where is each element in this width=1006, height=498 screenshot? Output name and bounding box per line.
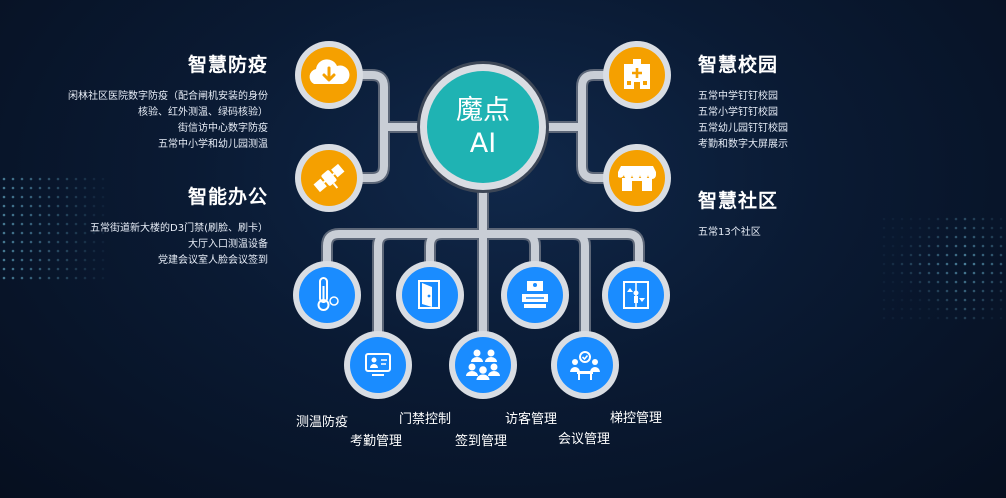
section-line: 五常街道新大楼的D3门禁(刷脸、刷卡） <box>90 223 268 234</box>
section-line: 五常中学钉钉校园 <box>698 91 778 102</box>
label-access-control: 门禁控制 <box>398 412 452 427</box>
decorative-dot-grid-left <box>2 177 105 280</box>
node-hospital-building <box>603 41 671 109</box>
node-thermometer <box>293 261 361 329</box>
section-line: 核验、红外测温、绿码核验） <box>138 107 268 118</box>
section-line: 党建会议室人脸会议签到 <box>158 255 268 266</box>
section-smart-epidemic: 智慧防疫 闲林社区医院数字防疫（配合闸机安装的身份 核验、红外测温、绿码核验） … <box>68 50 268 153</box>
thermometer-icon <box>317 277 339 311</box>
section-line: 大厅入口测温设备 <box>188 239 268 250</box>
node-people-group <box>449 331 517 399</box>
hub-label-line1: 魔点 <box>456 95 510 126</box>
section-title: 智慧社区 <box>698 190 779 212</box>
elevator-icon <box>623 281 649 309</box>
label-temperature-check: 测温防疫 <box>295 415 349 430</box>
label-sign-in: 签到管理 <box>454 434 508 449</box>
section-line: 五常13个社区 <box>698 227 761 238</box>
hospital-building-icon <box>624 59 650 89</box>
node-cloud-download <box>295 41 363 109</box>
attendance-screen-icon <box>365 353 391 376</box>
node-attendance-screen <box>344 331 412 399</box>
section-title: 智慧防疫 <box>187 54 268 76</box>
section-smart-office: 智能办公 五常街道新大楼的D3门禁(刷脸、刷卡） 大厅入口测温设备 党建会议室人… <box>90 182 268 269</box>
section-line: 五常幼儿园钉钉校园 <box>698 123 788 134</box>
decorative-dot-grid-right <box>882 217 1003 320</box>
node-meeting <box>551 331 619 399</box>
hub-node <box>417 61 549 193</box>
people-group-icon <box>466 349 500 380</box>
section-line: 考勤和数字大屏展示 <box>698 139 788 150</box>
section-smart-community: 智慧社区 五常13个社区 <box>698 186 778 241</box>
section-line: 五常小学钉钉校园 <box>698 107 778 118</box>
node-storefront <box>603 144 671 212</box>
storefront-icon <box>618 166 656 191</box>
section-line: 五常中小学和幼儿园测温 <box>158 139 268 150</box>
visitor-register-icon <box>522 281 548 308</box>
satellite-icon <box>313 163 345 193</box>
label-meeting: 会议管理 <box>557 432 611 447</box>
label-visitor: 访客管理 <box>504 412 558 427</box>
label-elevator: 梯控管理 <box>609 411 663 426</box>
door-icon <box>418 280 440 309</box>
hub-label-line2: AI <box>469 128 497 159</box>
cloud-download-icon <box>309 59 350 84</box>
meeting-icon <box>570 351 600 380</box>
label-attendance: 考勤管理 <box>349 434 403 449</box>
section-smart-campus: 智慧校园 五常中学钉钉校园 五常小学钉钉校园 五常幼儿园钉钉校园 考勤和数字大屏… <box>698 50 788 153</box>
section-line: 闲林社区医院数字防疫（配合闸机安装的身份 <box>68 91 268 102</box>
section-title: 智慧校园 <box>698 54 779 76</box>
section-title: 智能办公 <box>187 186 268 208</box>
section-line: 街信访中心数字防疫 <box>178 123 268 134</box>
hub-label: 魔点 AI <box>456 94 510 160</box>
node-door <box>396 261 464 329</box>
node-visitor-register <box>501 261 569 329</box>
node-elevator <box>602 261 670 329</box>
node-satellite <box>295 144 363 212</box>
